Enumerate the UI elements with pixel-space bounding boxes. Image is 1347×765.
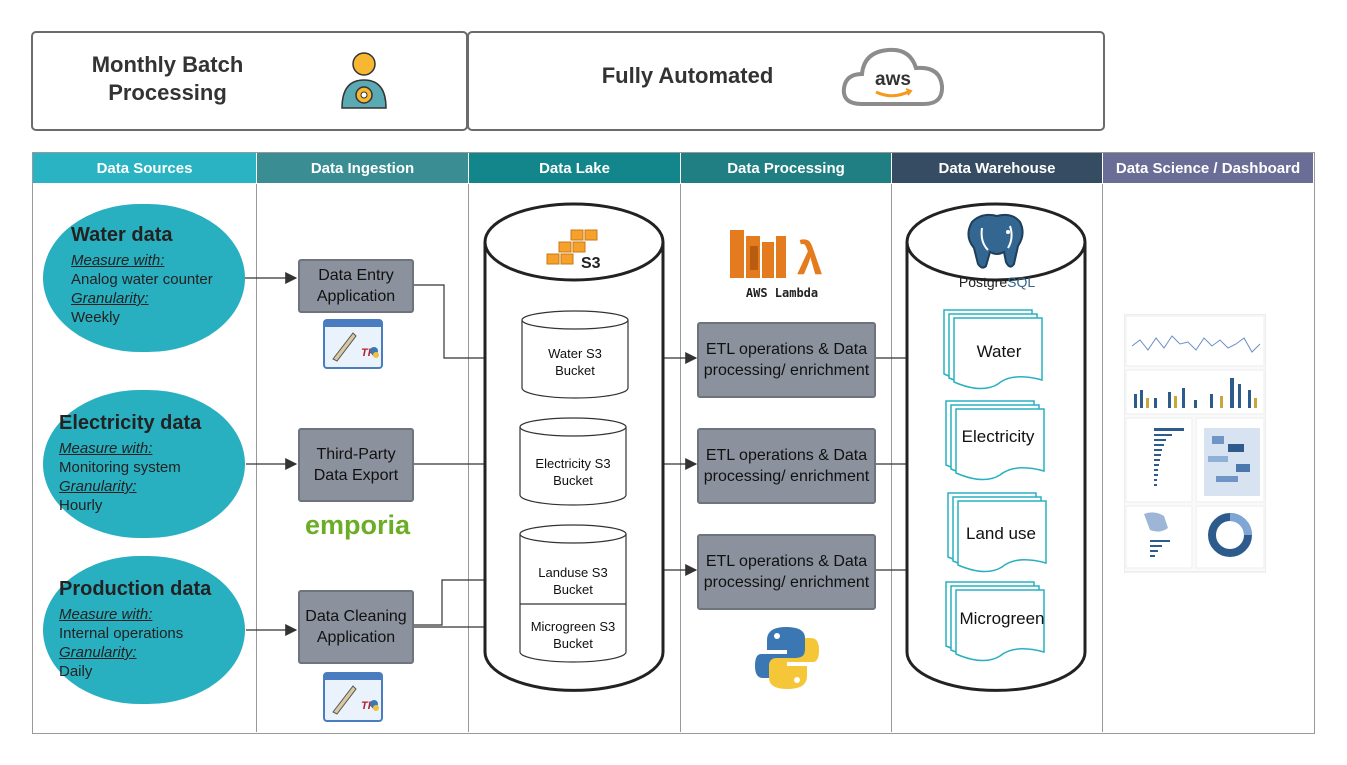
granularity-value: Hourly xyxy=(59,497,103,514)
source-title: Water data xyxy=(71,224,173,246)
dashboard-thumbnail xyxy=(1124,314,1266,573)
automation-box xyxy=(467,31,1105,131)
granularity-value: Weekly xyxy=(71,309,120,326)
postgresql-label-prefix: Postgre xyxy=(958,274,1008,290)
source-title: Production data xyxy=(59,578,212,600)
user-gear-icon xyxy=(334,50,394,110)
source-electricity: Electricity data Measure with: Monitorin… xyxy=(43,390,245,538)
column-divider xyxy=(1102,184,1103,732)
aws-cloud-icon: aws xyxy=(840,42,946,110)
postgresql-icon: PostgreSQL xyxy=(952,212,1042,294)
landuse-microgreen-s3-bucket xyxy=(519,524,627,663)
postgresql-label: PostgreSQL xyxy=(952,274,1042,290)
table-landuse-label: Land use xyxy=(966,524,1036,543)
header-data-processing: Data Processing xyxy=(681,153,891,183)
tk-app-icon: TK xyxy=(323,672,383,722)
automation-label: Fully Automated xyxy=(601,63,774,88)
granularity-label: Granularity: xyxy=(59,478,137,495)
data-entry-application: Data Entry Application xyxy=(298,259,414,313)
aws-lambda-label: AWS Lambda xyxy=(745,286,819,300)
column-divider xyxy=(468,184,469,732)
arrow-cleaning-to-landuse-bucket xyxy=(414,574,520,626)
emporia-logo: emporia xyxy=(305,510,411,540)
table-microgreen-doc xyxy=(945,581,1045,662)
table-electricity-label: Electricity xyxy=(961,427,1035,446)
header-data-sources: Data Sources xyxy=(33,153,256,183)
header-data-science: Data Science / Dashboard xyxy=(1103,153,1313,183)
column-divider xyxy=(680,184,681,732)
column-divider xyxy=(891,184,892,732)
table-landuse-doc xyxy=(947,492,1047,573)
electricity-bucket-label: Electricity S3 Bucket xyxy=(535,456,611,488)
table-water-label: Water xyxy=(976,342,1022,361)
electricity-s3-bucket xyxy=(519,417,627,506)
measure-value: Internal operations xyxy=(59,625,184,642)
etl-electricity: ETL operations & Data processing/ enrich… xyxy=(697,428,876,504)
header-data-lake: Data Lake xyxy=(469,153,680,183)
water-bucket-label: Water S3 Bucket xyxy=(548,346,602,378)
batch-processing-label: Monthly Batch Processing xyxy=(91,52,244,105)
source-water: Water data Measure with: Analog water co… xyxy=(43,204,245,352)
s3-icon: S3 xyxy=(545,228,615,272)
data-cleaning-application: Data Cleaning Application xyxy=(298,590,414,664)
microgreen-bucket-label: Microgreen S3 Bucket xyxy=(530,619,616,651)
postgresql-label-suffix: SQL xyxy=(1007,274,1036,290)
measure-label: Measure with: xyxy=(71,252,165,269)
water-s3-bucket xyxy=(521,310,629,399)
column-divider xyxy=(256,184,257,732)
granularity-value: Daily xyxy=(59,663,93,680)
etl-production: ETL operations & Data processing/ enrich… xyxy=(697,534,876,610)
source-title: Electricity data xyxy=(59,412,202,434)
header-data-ingestion: Data Ingestion xyxy=(257,153,468,183)
table-microgreen-label: Microgreen xyxy=(959,609,1045,628)
measure-value: Monitoring system xyxy=(59,459,181,476)
table-water-doc xyxy=(943,309,1043,390)
arrow-entry-to-water-bucket xyxy=(414,284,522,364)
table-electricity-doc xyxy=(945,400,1045,481)
granularity-label: Granularity: xyxy=(59,644,137,661)
header-data-warehouse: Data Warehouse xyxy=(892,153,1102,183)
source-production: Production data Measure with: Internal o… xyxy=(43,556,245,704)
tk-app-icon: TK xyxy=(323,319,383,369)
batch-processing-box xyxy=(31,31,468,131)
aws-logo-text: aws xyxy=(875,69,911,90)
aws-lambda-icon: λ AWS Lambda xyxy=(722,222,852,304)
measure-label: Measure with: xyxy=(59,440,153,457)
granularity-label: Granularity: xyxy=(71,290,149,307)
svg-text:λ: λ xyxy=(797,232,823,284)
s3-logo-text: S3 xyxy=(581,255,601,272)
python-icon xyxy=(753,624,821,692)
third-party-data-export: Third-Party Data Export xyxy=(298,428,414,502)
etl-water: ETL operations & Data processing/ enrich… xyxy=(697,322,876,398)
diagram-frame xyxy=(32,152,1315,734)
measure-label: Measure with: xyxy=(59,606,153,623)
measure-value: Analog water counter xyxy=(71,271,213,288)
landuse-bucket-label: Landuse S3 Bucket xyxy=(538,565,608,597)
